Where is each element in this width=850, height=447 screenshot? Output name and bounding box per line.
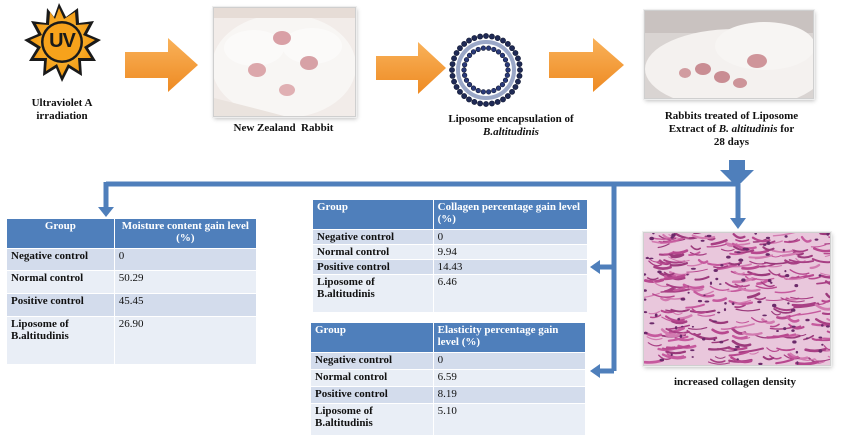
collagen-row-group: Normal control (312, 244, 434, 260)
moisture-header-value: Moisture content gain level (%) (113, 218, 258, 249)
moisture-table-header: Group Moisture content gain level (%) (6, 218, 258, 249)
table-row: Positive control 8.19 (310, 386, 587, 404)
table-row: Normal control 50.29 (6, 270, 258, 294)
collagen-row-group: Liposome of B.altitudinis (312, 274, 434, 313)
elasticity-row-value: 0 (432, 352, 587, 370)
moisture-row-group: Positive control (6, 293, 115, 317)
histology-caption: increased collagen density (673, 376, 796, 388)
table-row: Liposome of B.altitudinis 5.10 (310, 403, 587, 436)
moisture-row-value: 26.90 (113, 316, 258, 365)
histology-image (643, 232, 831, 366)
moisture-row-group: Liposome of B.altitudinis (6, 316, 115, 365)
elasticity-row-value: 8.19 (432, 386, 587, 404)
table-row: Normal control 6.59 (310, 369, 587, 387)
treated-caption: Rabbits treated of Liposome Extract of B… (634, 110, 829, 149)
elasticity-row-group: Negative control (310, 352, 434, 370)
elasticity-header-group: Group (310, 322, 434, 353)
collagen-row-value: 14.43 (432, 259, 589, 275)
table-row: Positive control 45.45 (6, 293, 258, 317)
treated-caption-line3: 28 days (713, 136, 750, 148)
treated-caption-post: for (777, 123, 795, 135)
uv-badge-label: UV (49, 30, 76, 52)
arrow-liposome-to-treated (549, 38, 624, 92)
elasticity-row-group: Liposome of B.altitudinis (310, 403, 434, 436)
collagen-header-group: Group (312, 199, 434, 230)
arrowheads (98, 207, 746, 378)
moisture-row-value: 0 (113, 248, 258, 271)
uv-caption-line1: Ultraviolet A (31, 97, 93, 109)
elasticity-row-value: 5.10 (432, 403, 587, 436)
treated-caption-pre: Extract of (668, 123, 719, 135)
moisture-row-value: 45.45 (113, 293, 258, 317)
treated-caption-line2: Extract of B. altitudinis for (634, 123, 829, 136)
blue-down-arrow (720, 160, 754, 187)
moisture-header-group: Group (6, 218, 115, 249)
table-row: Liposome of B.altitudinis 6.46 (312, 274, 589, 313)
uv-sun-icon (24, 3, 101, 82)
treated-caption-line1: Rabbits treated of Liposome (664, 110, 799, 122)
table-row: Negative control 0 (6, 248, 258, 271)
table-row: Liposome of B.altitudinis 26.90 (6, 316, 258, 365)
collagen-table: Group Collagen percentage gain level (%)… (312, 199, 589, 313)
distribution-lines (103, 181, 741, 374)
treated-caption-species: B. altitudinis (718, 123, 778, 135)
uv-caption: Ultraviolet A irradiation (12, 97, 112, 123)
elasticity-table: Group Elasticity percentage gain level (… (310, 322, 587, 436)
uv-caption-line2: irradiation (36, 110, 88, 122)
arrow-rabbit-to-liposome (376, 42, 446, 94)
elasticity-header-value: Elasticity percentage gain level (%) (432, 322, 587, 353)
collagen-header-value: Collagen percentage gain level (%) (432, 199, 589, 230)
collagen-row-value: 6.46 (432, 274, 589, 313)
elasticity-row-group: Positive control (310, 386, 434, 404)
rabbit-caption: New Zealand Rabbit (233, 122, 334, 134)
moisture-row-value: 50.29 (113, 270, 258, 294)
liposome-caption-line1: Liposome encapsulation of (448, 113, 574, 125)
liposome-icon (449, 33, 523, 107)
collagen-table-header: Group Collagen percentage gain level (%) (312, 199, 589, 230)
moisture-row-group: Negative control (6, 248, 115, 271)
treated-rabbit-photo (644, 10, 814, 99)
elasticity-row-group: Normal control (310, 369, 434, 387)
liposome-caption: Liposome encapsulation of B.altitudinis (436, 113, 586, 139)
elasticity-table-header: Group Elasticity percentage gain level (… (310, 322, 587, 353)
table-row: Negative control 0 (310, 352, 587, 370)
moisture-row-group: Normal control (6, 270, 115, 294)
liposome-caption-line2: B.altitudinis (483, 126, 539, 138)
collagen-row-group: Positive control (312, 259, 434, 275)
table-row: Normal control 9.94 (312, 244, 589, 260)
table-row: Negative control 0 (312, 229, 589, 245)
moisture-table: Group Moisture content gain level (%) Ne… (6, 218, 258, 365)
rabbit-photo (213, 7, 356, 117)
arrow-uv-to-rabbit (125, 38, 198, 92)
table-row: Positive control 14.43 (312, 259, 589, 275)
collagen-row-value: 0 (432, 229, 589, 245)
collagen-row-value: 9.94 (432, 244, 589, 260)
collagen-row-group: Negative control (312, 229, 434, 245)
elasticity-row-value: 6.59 (432, 369, 587, 387)
